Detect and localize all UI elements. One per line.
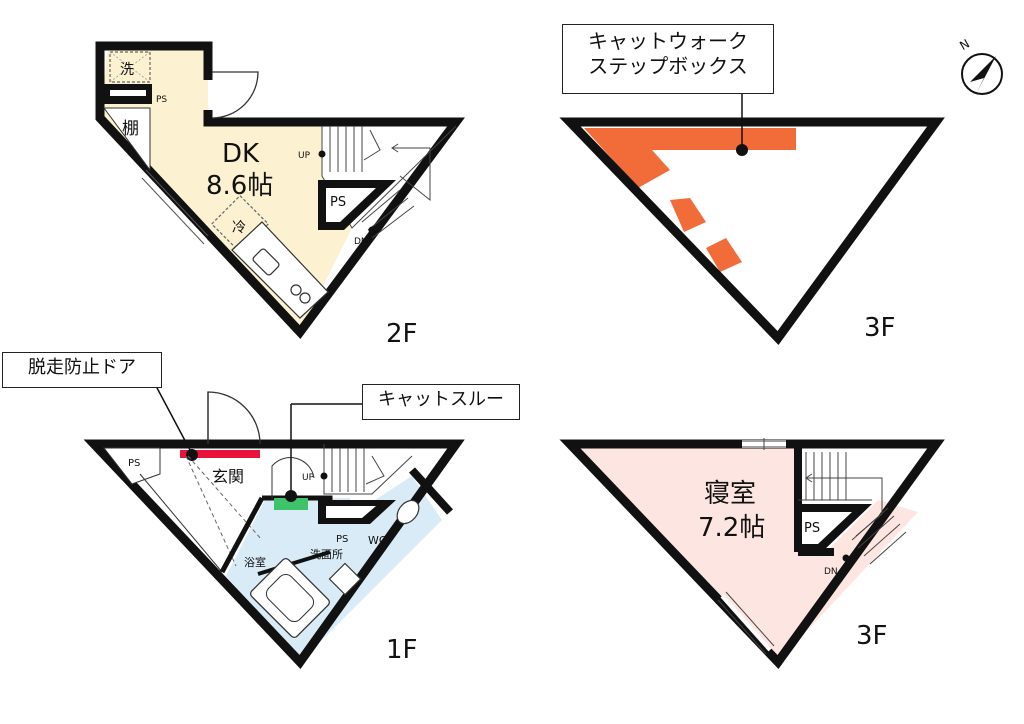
cat-through-callout-text: キャットスルー — [378, 389, 504, 410]
catwalk-pointer-dot — [736, 144, 748, 156]
compass-needle — [970, 56, 996, 94]
wall-1f-bath-left — [219, 496, 265, 574]
escape-door-callout: 脱走防止ドア — [2, 352, 162, 388]
wall-1f-wc — [409, 467, 453, 515]
wall-2f-outer — [95, 41, 465, 340]
stairs-1f — [323, 444, 413, 495]
entrance-label: 玄関 — [212, 467, 244, 486]
wall-3f-catwalk — [559, 117, 945, 345]
washroom-label: 洗面所 — [310, 548, 343, 561]
floor-plan-1f: PS PS UP — [83, 385, 465, 670]
dn-2f-label: DN — [354, 237, 368, 247]
kitchen-counter — [231, 221, 329, 319]
wash-basin — [328, 562, 362, 596]
ps-1f-left-label: PS — [128, 458, 140, 469]
door-2f — [211, 71, 259, 119]
ps-2f-small-label: PS — [156, 95, 167, 105]
catwalk-callout: キャットウォーク ステップボックス — [562, 24, 774, 94]
sink-icon — [252, 248, 280, 276]
bedroom-floor-area — [574, 446, 918, 662]
fridge-label: 冷 — [232, 220, 246, 236]
bathroom-label: 浴室 — [244, 555, 266, 569]
cat-through-callout: キャットスルー — [362, 384, 520, 420]
washer-label: 洗 — [120, 62, 134, 78]
toilet-icon — [396, 499, 420, 525]
cat-through-opening — [274, 498, 308, 510]
up-1f-label: UP — [302, 473, 315, 483]
wc-label: WC — [368, 534, 387, 547]
catwalk-callout-line2: ステップボックス — [588, 54, 748, 78]
up-2f-label: UP — [298, 151, 311, 161]
compass-letter: N — [957, 36, 972, 53]
floor-label-2f: 2F — [386, 319, 418, 349]
bedroom-size-label: 7.2帖 — [698, 513, 765, 543]
ps-1f-shaft-label: PS — [336, 534, 348, 545]
stove-icon — [290, 284, 302, 296]
floor-label-1f: 1F — [386, 635, 418, 665]
shelf-label: 棚 — [122, 119, 139, 139]
north-compass: N — [957, 36, 1003, 95]
catwalk-step-box-3 — [706, 238, 742, 272]
floor-plan-3f-bedroom: PS DN 寝室 7.2帖 3F — [559, 438, 945, 670]
catwalk-step-box — [584, 128, 796, 188]
dn-3f-label: DN — [824, 567, 838, 577]
bedroom-name-label: 寝室 — [704, 479, 756, 509]
floor-label-3f-bottom: 3F — [856, 621, 888, 651]
ps-2f-shaft-label: PS — [330, 195, 346, 210]
entrance-door — [207, 391, 261, 445]
washer-space — [109, 51, 151, 83]
catwalk-callout-line1: キャットウォーク — [588, 29, 748, 53]
floor-label-3f-top: 3F — [864, 313, 896, 343]
dk-name-label: DK — [222, 139, 260, 169]
catwalk-step-box-2 — [670, 198, 706, 232]
escape-door-bar — [180, 450, 260, 458]
floor-plan-3f-catwalk: 3F — [559, 90, 945, 345]
wall-1f-outer — [83, 439, 465, 670]
ps-3f-shaft-label: PS — [804, 521, 820, 536]
ps-1f-left-area — [102, 447, 161, 485]
floor-plan-2f: PS 洗 棚 冷 DK 8.6帖 — [95, 41, 465, 349]
stairs-3f — [798, 452, 907, 565]
shelf-area — [103, 107, 151, 172]
dk-size-label: 8.6帖 — [206, 171, 273, 201]
escape-door-callout-text: 脱走防止ドア — [28, 357, 136, 378]
bathtub — [249, 557, 331, 639]
